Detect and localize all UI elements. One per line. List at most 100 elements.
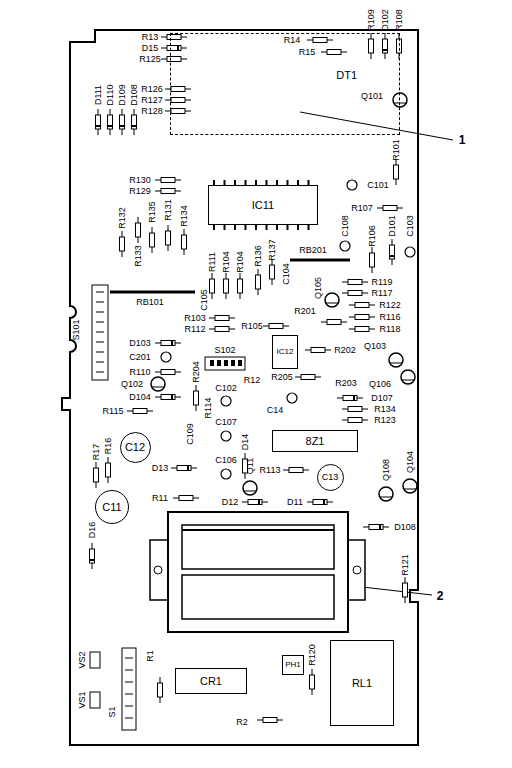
resistor-symbol bbox=[215, 316, 229, 321]
resistor-symbol bbox=[270, 265, 275, 279]
transistor-flat bbox=[390, 363, 402, 364]
part-label: D107 bbox=[371, 394, 393, 403]
part-label: R15 bbox=[299, 48, 316, 57]
connector-contact bbox=[96, 342, 104, 343]
component-name: RL1 bbox=[352, 678, 372, 689]
resistor-symbol bbox=[224, 279, 229, 293]
resistor-symbol bbox=[161, 189, 175, 194]
resistor-symbol bbox=[348, 280, 362, 285]
resistor-symbol bbox=[179, 496, 193, 501]
part-label: R203 bbox=[335, 379, 357, 388]
resistor-symbol bbox=[106, 463, 111, 477]
part-label: R201 bbox=[294, 307, 316, 316]
part-label: Q106 bbox=[369, 380, 391, 389]
capacitor-symbol bbox=[161, 352, 171, 362]
part-label: R107 bbox=[351, 204, 373, 213]
diode-band bbox=[171, 341, 173, 346]
component-name: C12 bbox=[125, 442, 145, 453]
part-label: RB101 bbox=[136, 298, 164, 307]
part-label: Q103 bbox=[364, 342, 386, 351]
connector-contact bbox=[231, 360, 235, 366]
transistor-flat bbox=[380, 497, 392, 498]
diode-band bbox=[390, 255, 395, 257]
resistor-symbol bbox=[369, 39, 374, 53]
part-label: C102 bbox=[215, 384, 237, 393]
photo-sensor-box: PH1 bbox=[282, 655, 304, 675]
part-label: R118 bbox=[380, 325, 401, 334]
connector-contact bbox=[125, 658, 133, 659]
resistor-symbol bbox=[166, 231, 171, 245]
resistor-symbol bbox=[403, 583, 408, 597]
resistor-symbol bbox=[263, 718, 277, 723]
part-label: R105 bbox=[241, 322, 263, 331]
resistor-symbol bbox=[150, 233, 155, 247]
ic-pin bbox=[266, 225, 268, 230]
component-name: IC12 bbox=[277, 348, 294, 356]
ic-pin bbox=[213, 225, 215, 230]
part-label: R129 bbox=[129, 187, 151, 196]
component-name: 8Z1 bbox=[306, 436, 325, 447]
connector-contact bbox=[210, 360, 214, 366]
diode-symbol bbox=[132, 115, 137, 129]
part-label: D13 bbox=[152, 464, 169, 473]
resistor-symbol bbox=[94, 468, 99, 482]
part-label: S101 bbox=[72, 319, 81, 340]
diode-band bbox=[323, 500, 325, 505]
transistor-symbol bbox=[403, 479, 417, 493]
resistor-symbol bbox=[171, 109, 185, 114]
resistor-symbol bbox=[310, 675, 315, 689]
ic-pin bbox=[255, 225, 257, 230]
transformer bbox=[150, 512, 365, 632]
part-label: R1 bbox=[146, 650, 155, 662]
ic-pin bbox=[224, 225, 226, 230]
part-label: C201 bbox=[129, 353, 151, 362]
part-label: Q101 bbox=[361, 92, 383, 101]
part-label: D111 bbox=[94, 85, 103, 105]
resistor-symbol bbox=[136, 223, 141, 237]
part-label: R115 bbox=[103, 407, 124, 416]
ic-pin bbox=[276, 225, 278, 230]
resistor-symbol bbox=[355, 327, 369, 332]
detector-region: DT1 bbox=[170, 33, 400, 135]
transistor-symbol bbox=[379, 487, 393, 501]
diode-band bbox=[177, 46, 179, 51]
transistor-symbol bbox=[401, 370, 415, 384]
part-label: R130 bbox=[129, 176, 151, 185]
transistor-flat bbox=[244, 491, 256, 492]
part-label: C14 bbox=[267, 406, 284, 415]
diode-band bbox=[171, 395, 173, 400]
connector-contact bbox=[96, 372, 104, 373]
resistor-symbol bbox=[348, 291, 362, 296]
part-label: R104 bbox=[222, 251, 231, 273]
resistor-symbol bbox=[327, 320, 341, 325]
diode-band bbox=[96, 125, 101, 127]
part-label: R126 bbox=[141, 85, 163, 94]
diode-symbol bbox=[343, 396, 357, 401]
part-label: R113 bbox=[260, 466, 281, 475]
part-label: R112 bbox=[185, 325, 206, 334]
part-label: R122 bbox=[379, 301, 401, 310]
ic-pin bbox=[287, 225, 289, 230]
part-label: Q105 bbox=[314, 277, 323, 299]
capacitor-circle: C12 bbox=[120, 432, 151, 463]
diode-symbol bbox=[383, 39, 388, 53]
part-label: R202 bbox=[334, 346, 356, 355]
connector-contact bbox=[96, 352, 104, 353]
part-label: R116 bbox=[380, 313, 401, 322]
part-label: Q108 bbox=[382, 459, 391, 481]
varistor-symbol bbox=[90, 692, 100, 708]
resistor-symbol bbox=[311, 348, 325, 353]
part-label: C103 bbox=[406, 215, 415, 237]
transistor-symbol bbox=[389, 353, 403, 367]
connector-contact bbox=[217, 360, 221, 366]
connector-contact bbox=[96, 362, 104, 363]
transistor-flat bbox=[326, 303, 338, 304]
part-label: R127 bbox=[141, 96, 163, 105]
part-label: R123 bbox=[374, 416, 396, 425]
connector-contact bbox=[125, 670, 133, 671]
board-outline bbox=[62, 30, 418, 745]
connector-contact bbox=[96, 332, 104, 333]
diode-symbol bbox=[390, 245, 395, 259]
resistor-symbol bbox=[370, 253, 375, 267]
